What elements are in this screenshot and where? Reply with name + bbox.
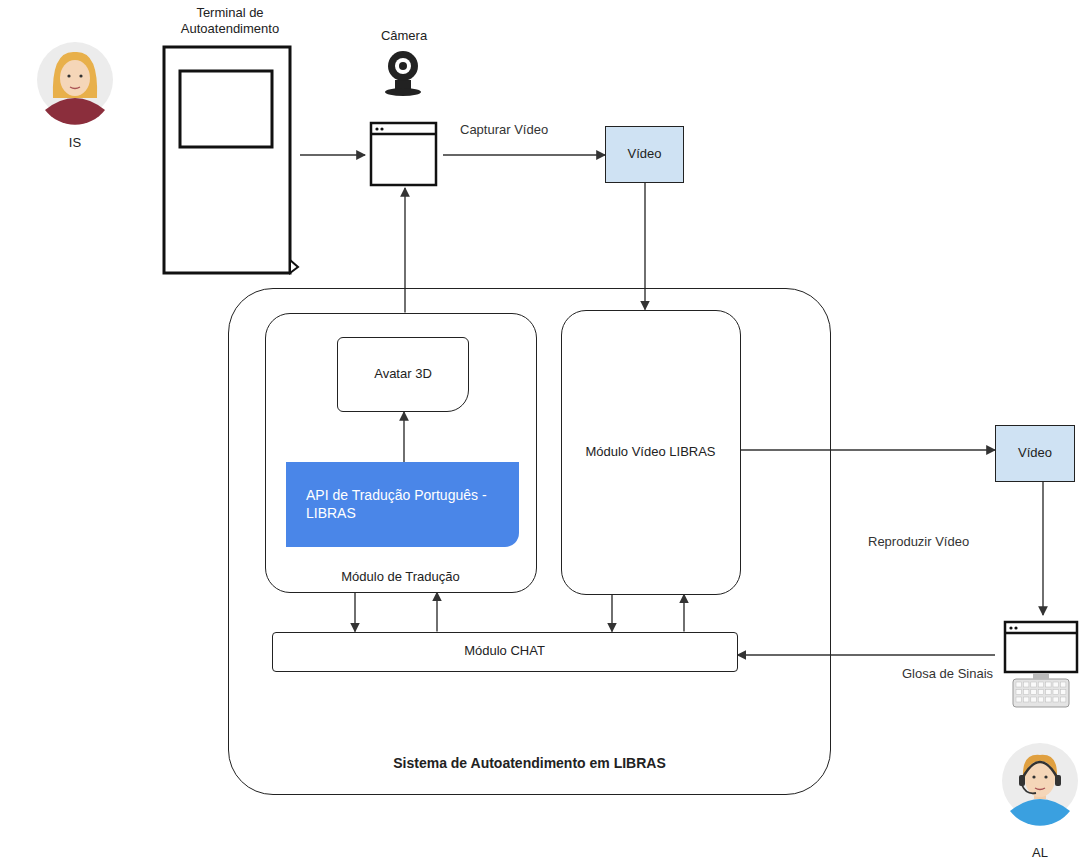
node-illustration xyxy=(365,28,443,188)
process-box: Avatar 3D xyxy=(337,337,469,412)
node-illustration xyxy=(160,5,300,280)
arrow-connector xyxy=(644,183,645,310)
chat-bar: Módulo CHAT xyxy=(272,632,738,672)
node-label: Vídeo xyxy=(1018,445,1052,461)
node-label: Terminal de Autoatendimento xyxy=(165,5,295,38)
edge-label: Reproduzir Vídeo xyxy=(866,534,971,549)
node-label: Módulo de Tradução xyxy=(341,569,460,585)
arrow-connector xyxy=(354,593,355,632)
kiosk-terminal: Terminal de Autoatendimento xyxy=(160,5,300,280)
node-illustration xyxy=(995,615,1085,865)
module-box: Módulo Vídeo LIBRAS xyxy=(561,310,741,595)
arrow-connector xyxy=(443,154,605,155)
node-label: Sistema de Autoatendimento em LIBRAS xyxy=(393,755,666,773)
edge-label: Capturar Vídeo xyxy=(458,122,550,137)
attendant-station: AL xyxy=(995,615,1085,865)
arrow-connector xyxy=(403,412,404,462)
person-icon: IS xyxy=(30,38,120,153)
video-box: Vídeo xyxy=(995,425,1075,482)
api-box: API de Tradução Português - LIBRAS xyxy=(286,462,519,547)
node-label: Módulo Vídeo LIBRAS xyxy=(585,444,715,460)
arrow-connector xyxy=(741,449,996,450)
arrow-connector xyxy=(1042,482,1043,615)
arrow-connector xyxy=(738,654,996,655)
arrow-connector xyxy=(404,188,405,313)
edge-label: Glosa de Sinais xyxy=(900,666,995,681)
video-box: Vídeo xyxy=(605,126,684,183)
arrow-connector xyxy=(683,595,684,632)
node-label: Avatar 3D xyxy=(374,366,432,382)
arrow-connector xyxy=(300,154,365,155)
camera-window: Câmera xyxy=(365,28,443,188)
node-label: Vídeo xyxy=(628,146,662,162)
node-label: Módulo CHAT xyxy=(464,643,545,659)
node-label: IS xyxy=(69,135,81,151)
system-container: Sistema de Autoatendimento em LIBRAS Módu… xyxy=(228,288,831,795)
node-label: Câmera xyxy=(381,28,427,44)
module-box: Módulo de Tradução Avatar 3D API de Traduç… xyxy=(265,313,537,593)
arrow-connector xyxy=(611,595,612,632)
node-label: API de Tradução Português - LIBRAS xyxy=(306,487,499,522)
node-label: AL xyxy=(1032,845,1048,861)
arrow-connector xyxy=(436,593,437,632)
